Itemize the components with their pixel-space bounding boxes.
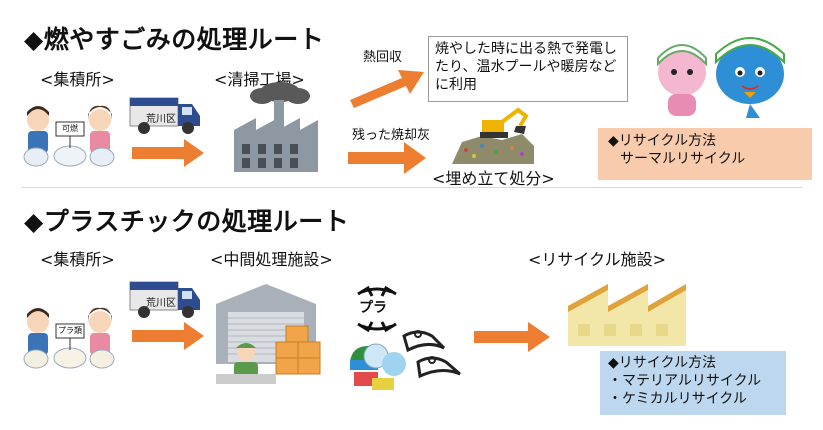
incineration-plant-icon xyxy=(234,82,318,172)
people-with-bags-icon xyxy=(23,307,115,369)
plastic-items-icon xyxy=(350,330,461,390)
burnable-route-title: ◆燃やすごみの処理ルート xyxy=(24,25,325,54)
people-with-bags-icon xyxy=(23,105,115,167)
heat-recovery-arrow xyxy=(350,70,424,108)
garbage-truck-icon xyxy=(129,281,200,318)
plastic-collection-label: <集積所> xyxy=(40,250,115,269)
burnable-truck-label: 荒川区 xyxy=(146,114,176,125)
recycle-factory-icon xyxy=(568,284,686,346)
plastic-truck-label: 荒川区 xyxy=(146,298,176,309)
ash-arrow xyxy=(348,142,426,174)
recycle-facility-label: <リサイクル施設> xyxy=(528,250,667,269)
plastic-facility-label: <中間処理施設> xyxy=(210,250,333,269)
mascot-characters-icon xyxy=(657,37,785,118)
plastic-arrow-to-facility xyxy=(132,322,204,350)
plastic-recycle-item-material: ・マテリアルリサイクル xyxy=(608,373,762,389)
burnable-arrow-to-plant xyxy=(132,139,204,167)
plastic-mark-text: プラ xyxy=(359,300,387,316)
ash-label: 残った焼却灰 xyxy=(352,128,431,143)
plastic-recycle-heading: ◆リサイクル方法 xyxy=(608,355,717,371)
heat-recovery-label: 熱回収 xyxy=(363,50,403,65)
plastic-bag-sign: プラ類 xyxy=(58,326,82,335)
landfill-excavator-icon xyxy=(452,107,534,164)
heat-recovery-note: 焼やした時に出る熱で発電したり、温水プールや暖房などに利用 xyxy=(428,36,628,102)
garbage-truck-icon xyxy=(129,97,200,134)
burnable-recycle-heading: ◆リサイクル方法 xyxy=(608,133,717,149)
landfill-label: <埋め立て処分> xyxy=(432,169,555,188)
section-divider xyxy=(22,187,802,188)
plastic-arrow-to-recycle xyxy=(474,322,550,352)
plastic-recycle-item-chemical: ・ケミカルリサイクル xyxy=(608,391,747,407)
burnable-recycle-method-box: ◆リサイクル方法 サーマルリサイクル xyxy=(598,128,812,180)
plastic-recycle-mark-icon xyxy=(357,285,397,333)
burnable-collection-label: <集積所> xyxy=(40,70,115,89)
plastic-recycle-method-box: ◆リサイクル方法 ・マテリアルリサイクル ・ケミカルリサイクル xyxy=(600,351,786,415)
processing-warehouse-icon xyxy=(216,284,321,384)
burnable-bag-sign: 可燃 xyxy=(62,124,78,133)
burnable-recycle-item: サーマルリサイクル xyxy=(620,151,746,167)
plastic-route-title: ◆プラスチックの処理ルート xyxy=(24,207,350,236)
